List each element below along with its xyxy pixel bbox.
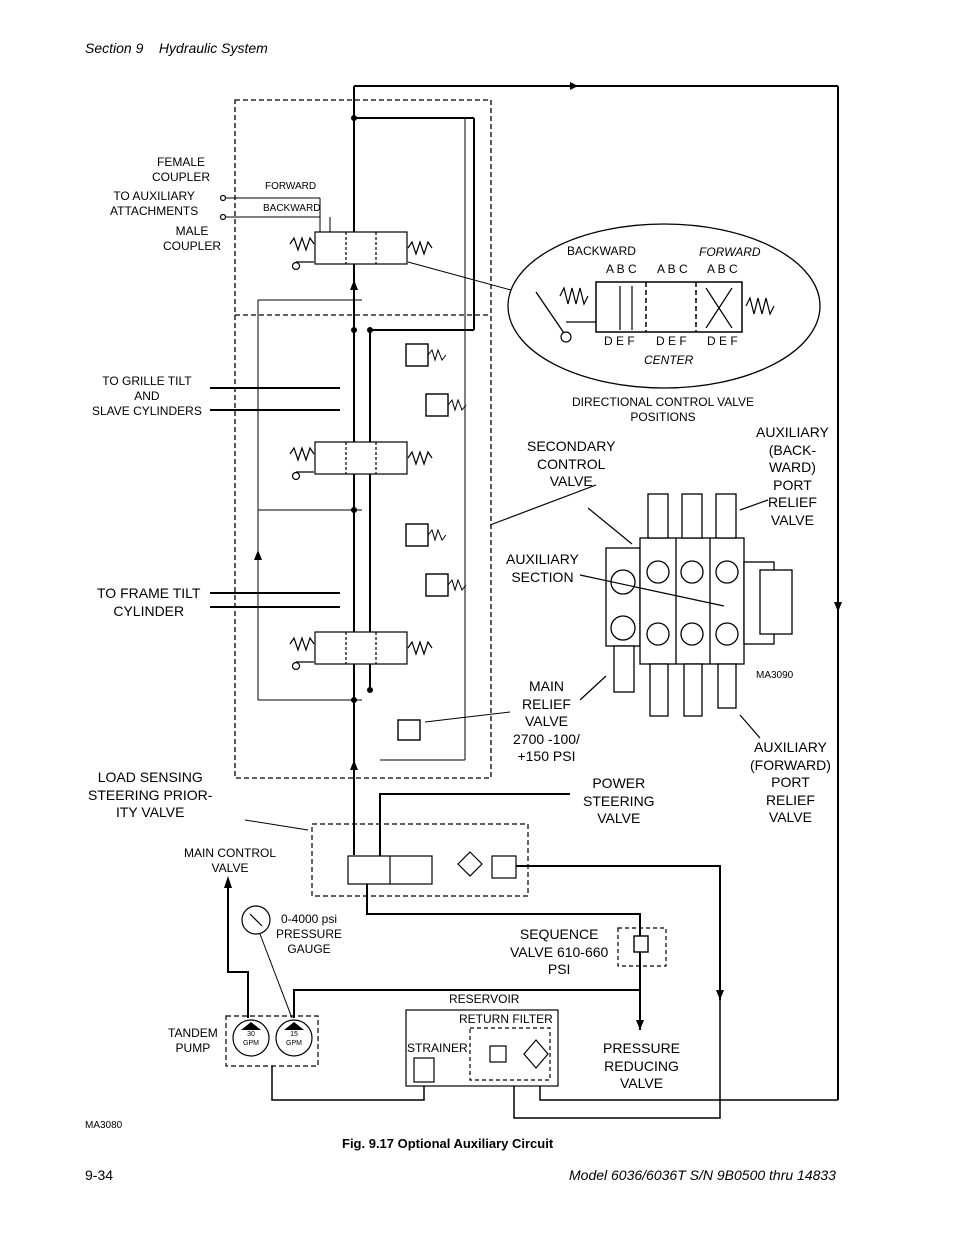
strainer xyxy=(413,1057,435,1083)
inset-ellipse xyxy=(507,223,821,389)
sequence-valve-label: SEQUENCE VALVE 610-660 PSI xyxy=(510,926,609,977)
inset-abc-2: A B C xyxy=(657,262,688,276)
inset-def-2: D E F xyxy=(656,334,687,348)
directional-valve-frame xyxy=(289,631,433,671)
photo-leaders xyxy=(489,484,769,739)
main-relief-leader xyxy=(424,711,511,723)
section-header: Section 9 Hydraulic System xyxy=(85,40,268,56)
flow-arrow xyxy=(224,876,232,888)
dcv-positions-label: DIRECTIONAL CONTROL VALVE POSITIONS xyxy=(572,395,755,424)
page-number: 9-34 xyxy=(85,1167,114,1183)
male-coupler-label: MALE COUPLER xyxy=(163,224,222,253)
aux-backward-relief-label: AUXILIARY (BACK- WARD) PORT RELIEF VALVE xyxy=(756,424,829,528)
pump-30-label: 30 GPM xyxy=(243,1031,259,1047)
inset-forward-label: FORWARD xyxy=(699,245,761,259)
filter-element xyxy=(523,1039,549,1069)
main-relief-label: MAIN RELIEF VALVE 2700 -100/ +150 PSI xyxy=(513,678,580,764)
priority-relief xyxy=(491,855,517,879)
figure-code: MA3080 xyxy=(85,1120,123,1131)
inset-arrows xyxy=(619,286,733,330)
frame-tilt-label: TO FRAME TILT CYLINDER xyxy=(97,585,201,619)
auxiliary-section-label: AUXILIARY SECTION xyxy=(506,551,579,585)
pump-15-label: 15 GPM xyxy=(286,1031,302,1047)
model-footer: Model 6036/6036T S/N 9B0500 thru 14833 xyxy=(569,1167,836,1183)
grille-tilt-label: TO GRILLE TILT AND SLAVE CYLINDERS xyxy=(92,374,202,418)
tandem-pump-label: TANDEM PUMP xyxy=(168,1026,218,1055)
reservoir-label: RESERVOIR xyxy=(449,992,520,1006)
sequence-valve xyxy=(633,935,649,953)
inset-abc-1: A B C xyxy=(606,262,637,276)
priority-valve-outline xyxy=(311,823,529,897)
flow-arrow xyxy=(350,760,358,770)
power-steering-label: POWER STEERING VALVE xyxy=(583,775,655,826)
load-sensing-label: LOAD SENSING STEERING PRIOR- ITY VALVE xyxy=(88,769,213,820)
flow-arrow xyxy=(570,82,578,90)
forward-label: FORWARD xyxy=(265,181,317,192)
female-coupler-port xyxy=(219,194,227,202)
supply-lines xyxy=(227,793,721,1030)
to-aux-attachments-label: TO AUXILIARY ATTACHMENTS xyxy=(110,189,199,218)
flow-arrow xyxy=(350,280,358,290)
photo-code: MA3090 xyxy=(756,670,794,681)
sequence-valve-outline xyxy=(617,927,667,967)
valve-photo xyxy=(605,493,793,717)
return-filter-outline xyxy=(469,1027,551,1081)
inset-center-label: CENTER xyxy=(644,353,694,367)
figure-caption: Fig. 9.17 Optional Auxiliary Circuit xyxy=(342,1136,554,1151)
inset-def-3: D E F xyxy=(707,334,738,348)
junction-dots xyxy=(351,115,373,703)
shuttle-check xyxy=(457,851,483,877)
pump-15-gpm xyxy=(275,1019,313,1057)
pressure-gauge-label: 0-4000 psi PRESSURE GAUGE xyxy=(276,912,343,956)
main-control-valve-label: MAIN CONTROL VALVE xyxy=(184,846,277,875)
pump-30-gpm xyxy=(232,1019,270,1057)
return-filter-label: RETURN FILTER xyxy=(459,1012,553,1026)
aux-forward-relief-label: AUXILIARY (FORWARD) PORT RELIEF VALVE xyxy=(750,739,831,825)
strainer-label: STRAINER xyxy=(407,1041,468,1055)
inset-leader xyxy=(407,261,512,291)
flow-arrow xyxy=(636,1020,644,1030)
directional-valve-grille xyxy=(289,441,433,481)
flow-arrow xyxy=(716,990,724,1000)
directional-valve-aux xyxy=(289,231,433,271)
valve-block-outline xyxy=(234,99,492,779)
inset-def-1: D E F xyxy=(604,334,635,348)
return-lines xyxy=(225,118,466,761)
inset-backward-label: BACKWARD xyxy=(567,244,636,258)
port-relief-valves xyxy=(397,343,449,741)
relief-springs xyxy=(427,348,467,592)
male-coupler-port xyxy=(219,213,227,221)
flow-arrow xyxy=(834,602,842,612)
secondary-control-label: SECONDARY CONTROL VALVE xyxy=(527,438,616,489)
inset-abc-3: A B C xyxy=(707,262,738,276)
female-coupler-label: FEMALE COUPLER xyxy=(152,155,211,184)
priority-leader xyxy=(244,819,309,831)
pressure-reducing-label: PRESSURE REDUCING VALVE xyxy=(603,1040,681,1091)
filter-bypass xyxy=(489,1045,507,1063)
backward-label: BACKWARD xyxy=(263,203,321,214)
